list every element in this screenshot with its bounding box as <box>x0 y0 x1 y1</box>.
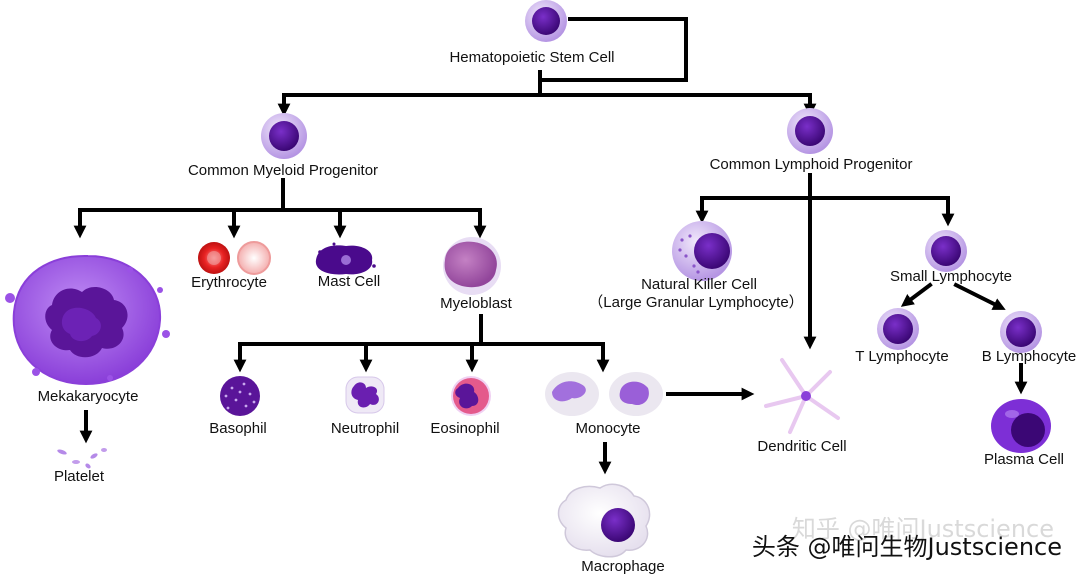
label-hsc: Hematopoietic Stem Cell <box>449 49 614 66</box>
label-basophil: Basophil <box>209 420 267 437</box>
labels: Hematopoietic Stem Cell Common Myeloid P… <box>38 49 1077 575</box>
small-lymphocyte-cell <box>925 230 967 272</box>
label-myeloblast: Myeloblast <box>440 295 513 312</box>
eosinophil-cell <box>451 376 491 416</box>
label-dendritic: Dendritic Cell <box>757 438 846 455</box>
label-neutrophil: Neutrophil <box>331 420 399 437</box>
erythrocyte-cells <box>198 241 271 275</box>
t-lymphocyte-cell <box>877 308 919 350</box>
to-t-lymphocyte-arrow <box>900 282 933 307</box>
label-eosinophil: Eosinophil <box>430 420 499 437</box>
label-platelet: Platelet <box>54 468 105 485</box>
watermark: 知乎 @唯问Justscience 头条 @唯问生物Justscience <box>752 515 1062 561</box>
label-mast-cell: Mast Cell <box>318 273 381 290</box>
nk-cell <box>672 221 732 281</box>
clp-cell <box>787 108 833 154</box>
label-b-lymphocyte: B Lymphocyte <box>982 348 1077 365</box>
label-megakaryocyte: Mekakaryocyte <box>38 388 139 405</box>
label-t-lymphocyte: T Lymphocyte <box>855 348 948 365</box>
label-macrophage: Macrophage <box>581 558 664 575</box>
neutrophil-cell <box>345 376 385 414</box>
label-nk-cell: Natural Killer Cell <box>641 276 757 293</box>
plasma-cell <box>991 399 1051 453</box>
dendritic-cell <box>764 358 840 434</box>
macrophage-cell <box>557 483 651 558</box>
basophil-cell <box>220 376 260 416</box>
watermark-back: 知乎 @唯问Justscience <box>792 515 1054 543</box>
platelet-cells <box>57 448 107 469</box>
connector-lines <box>73 17 1028 475</box>
label-small-lymphocyte: Small Lymphocyte <box>890 268 1012 285</box>
label-cmp: Common Myeloid Progenitor <box>188 162 378 179</box>
label-clp: Common Lymphoid Progenitor <box>710 156 913 173</box>
label-nk-cell-sub: （Large Granular Lymphocyte） <box>588 294 803 311</box>
megakaryocyte-cell <box>5 254 170 386</box>
label-plasma-cell: Plasma Cell <box>984 451 1064 468</box>
label-erythrocyte: Erythrocyte <box>191 274 267 291</box>
myeloblast-cell <box>443 237 501 295</box>
watermark-front: 头条 @唯问生物Justscience <box>752 533 1062 561</box>
hsc-bracket-line <box>538 17 688 82</box>
to-b-lymphocyte-arrow <box>953 282 1006 310</box>
monocyte-cells <box>545 372 663 416</box>
hsc-cell <box>525 0 567 42</box>
b-lymphocyte-cell <box>1000 311 1042 353</box>
cmp-cell <box>261 113 307 159</box>
label-monocyte: Monocyte <box>575 420 640 437</box>
mast-cell <box>315 242 376 275</box>
